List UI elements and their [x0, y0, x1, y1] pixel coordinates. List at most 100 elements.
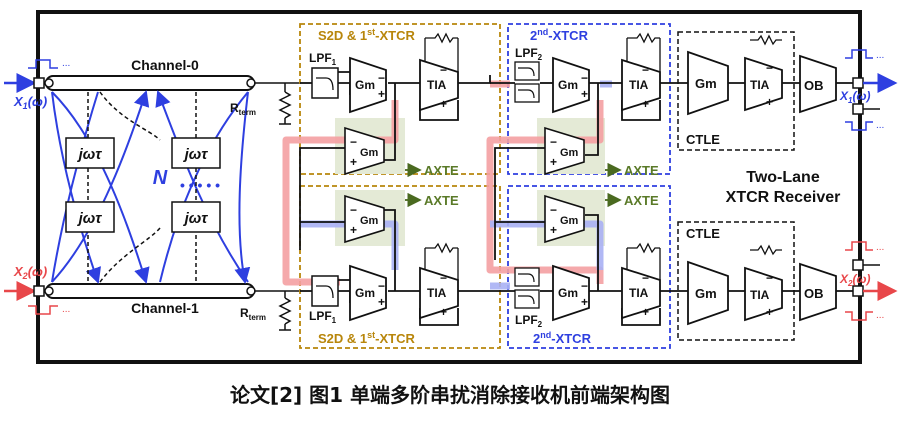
svg-text:AXTE: AXTE	[624, 193, 659, 208]
coupling-block-2: jωτ	[171, 137, 221, 169]
figure-caption: 论文[2] 图1 单端多阶串扰消除接收机前端架构图	[230, 383, 670, 407]
svg-text:LPF2: LPF2	[515, 46, 543, 62]
ctle-tia-top: TIA	[744, 34, 783, 112]
input-x1: ... X1(ω)	[4, 58, 70, 111]
svg-text:jωτ: jωτ	[77, 210, 103, 227]
ctle-tia-bottom: TIA	[744, 244, 783, 322]
rterm-bottom-label: Rterm	[240, 306, 266, 322]
svg-text:...: ...	[876, 50, 884, 61]
svg-text:−: −	[350, 203, 357, 217]
svg-text:LPF1: LPF1	[309, 51, 337, 67]
svg-text:+: +	[581, 295, 588, 309]
svg-text:−: −	[581, 279, 588, 293]
svg-text:LPF2: LPF2	[515, 313, 543, 329]
receiver-title-line1: Two-Lane	[746, 169, 820, 186]
ctle-top-label: CTLE	[686, 132, 720, 147]
gm-s1-bottom: Gm	[349, 264, 387, 322]
coupling-dots: • • • • •	[180, 177, 220, 193]
lpf2-top: LPF2	[514, 46, 543, 103]
axte-labels: AXTE AXTE AXTE AXTE	[405, 162, 659, 208]
lpf1-bottom: LPF1	[309, 275, 339, 325]
svg-text:+: +	[440, 305, 447, 319]
svg-text:+: +	[378, 87, 385, 101]
svg-text:Gm: Gm	[695, 76, 717, 91]
svg-text:+: +	[550, 223, 557, 237]
channel-1: Channel-1	[44, 283, 256, 316]
svg-text:Gm: Gm	[360, 147, 379, 159]
output-y2-label: X2(ω)	[839, 272, 870, 288]
coupling-order-n: N	[153, 167, 168, 189]
svg-text:...: ...	[876, 120, 884, 131]
svg-text:−: −	[378, 279, 385, 293]
svg-text:−: −	[642, 63, 649, 77]
svg-text:AXTE: AXTE	[624, 163, 659, 178]
svg-text:−: −	[550, 135, 557, 149]
svg-text:−: −	[581, 71, 588, 85]
svg-text:AXTE: AXTE	[424, 193, 459, 208]
gm-s2-top: Gm	[552, 56, 590, 114]
ob-top: OB	[799, 54, 837, 114]
svg-text:Gm: Gm	[695, 286, 717, 301]
svg-text:−: −	[350, 135, 357, 149]
svg-text:...: ...	[876, 310, 884, 321]
svg-text:TIA: TIA	[750, 78, 770, 92]
coupling-block-1: jωτ	[65, 137, 115, 169]
svg-text:TIA: TIA	[427, 78, 447, 92]
stage1-bottom-title: S2D & 1st-XTCR	[318, 330, 415, 346]
channel-1-label: Channel-1	[131, 300, 199, 316]
svg-text:+: +	[766, 95, 773, 109]
svg-text:LPF1: LPF1	[309, 309, 337, 325]
ctle-bottom-box	[677, 221, 795, 341]
stage2-bottom-title: 2nd-XTCR	[533, 330, 592, 346]
stage2-bottom-box	[507, 185, 671, 349]
lpf1-top: LPF1	[309, 51, 339, 99]
axte-gm-3: Gm	[544, 126, 585, 176]
svg-text:jωτ: jωτ	[183, 146, 209, 163]
svg-text:−: −	[440, 63, 447, 77]
channel-0: Channel-0	[44, 57, 256, 91]
svg-text:+: +	[642, 305, 649, 319]
svg-text:+: +	[378, 295, 385, 309]
ctle-gm-top: Gm	[687, 50, 729, 116]
svg-text:...: ...	[62, 304, 70, 315]
svg-text:Gm: Gm	[560, 215, 579, 227]
svg-text:+: +	[581, 87, 588, 101]
svg-text:TIA: TIA	[629, 78, 649, 92]
ctle-top-box	[677, 31, 795, 151]
svg-text:TIA: TIA	[427, 286, 447, 300]
svg-text:+: +	[766, 305, 773, 319]
svg-text:TIA: TIA	[629, 286, 649, 300]
stage1-top-title: S2D & 1st-XTCR	[318, 27, 415, 43]
lpf2-bottom: LPF2	[514, 267, 543, 329]
gm-s2-bottom: Gm	[552, 264, 590, 322]
coupling-block-4: jωτ	[171, 201, 221, 233]
svg-text:−: −	[766, 271, 773, 285]
ob-bottom: OB	[799, 262, 837, 322]
output-y1: ... ... X1(ω)	[839, 49, 898, 131]
ctle-bottom-label: CTLE	[686, 226, 720, 241]
svg-text:TIA: TIA	[750, 288, 770, 302]
svg-text:Gm: Gm	[558, 78, 578, 92]
svg-text:jωτ: jωτ	[77, 146, 103, 163]
svg-text:AXTE: AXTE	[424, 163, 459, 178]
axte-gm-4: Gm	[544, 194, 585, 244]
tia-s2-bottom: TIA	[621, 242, 661, 320]
tia-s1-top: TIA	[419, 32, 459, 112]
input-x1-label: X1(ω)	[13, 94, 47, 111]
svg-text:...: ...	[62, 58, 70, 69]
svg-text:−: −	[550, 203, 557, 217]
svg-text:Gm: Gm	[355, 286, 375, 300]
axte-gm-2: Gm	[344, 194, 385, 244]
svg-text:−: −	[440, 271, 447, 285]
svg-text:OB: OB	[804, 286, 824, 301]
xtalk-paths	[282, 80, 612, 290]
rterm-top-label: Rterm	[230, 101, 256, 117]
coupling-curves	[51, 90, 251, 284]
input-x2-label: X2(ω)	[13, 264, 47, 281]
svg-text:Gm: Gm	[355, 78, 375, 92]
tia-s1-bottom: TIA	[419, 242, 459, 320]
input-x2: ... X2(ω)	[4, 264, 70, 315]
coupling-block-3: jωτ	[65, 201, 115, 233]
